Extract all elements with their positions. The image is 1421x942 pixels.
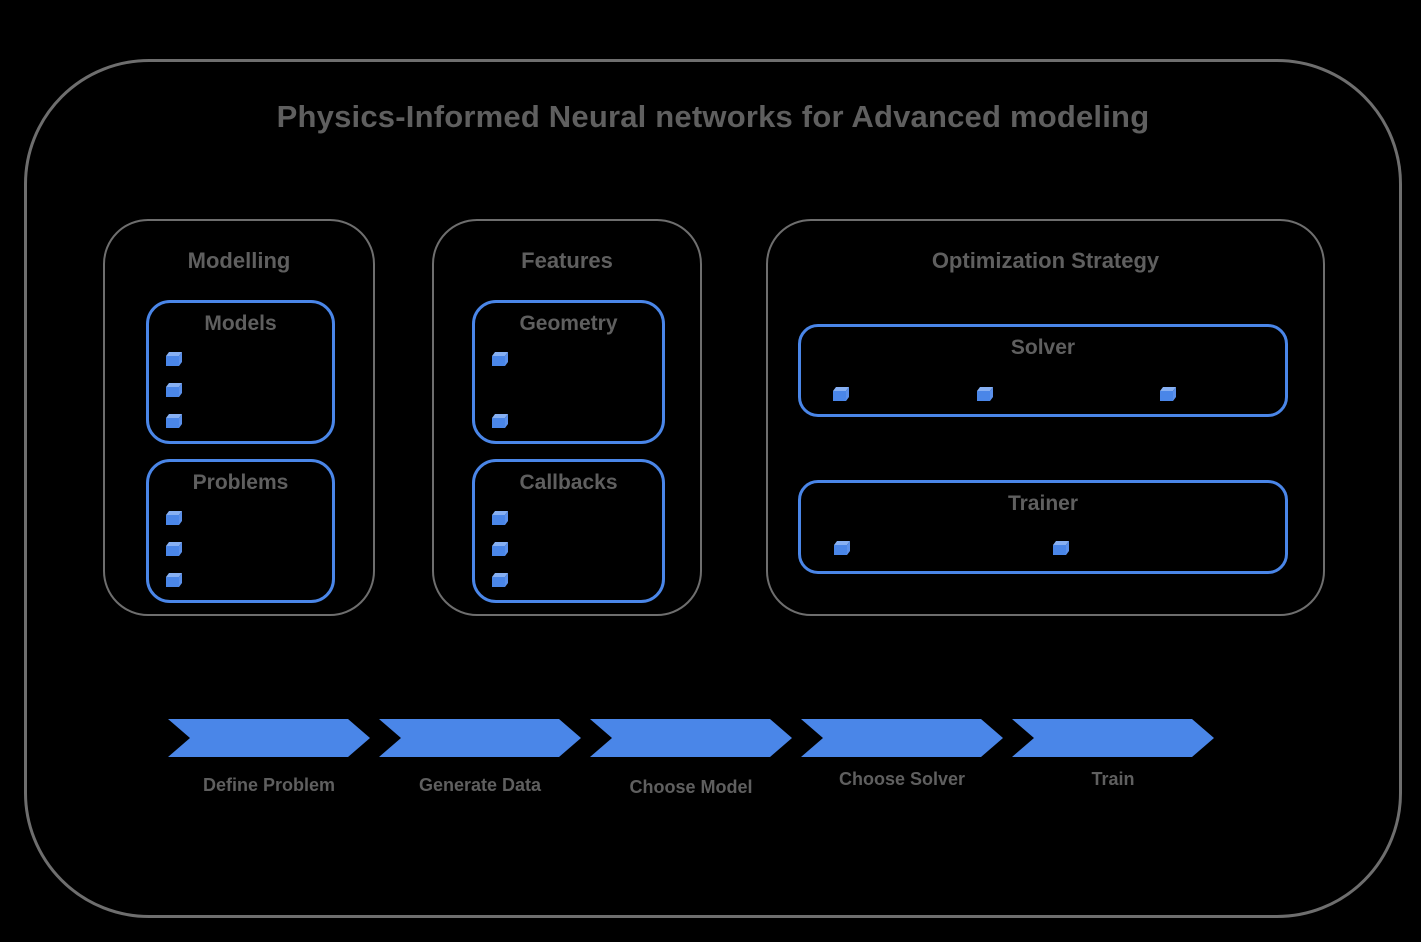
box-callbacks-title: Callbacks	[519, 471, 618, 494]
chevron-segment	[379, 719, 581, 757]
box-trainer-title: Trainer	[1007, 492, 1079, 515]
flow-step-label: Generate Data	[418, 775, 542, 795]
chevron-segment	[1012, 719, 1214, 757]
group-modelling: Modelling Models Problems	[103, 219, 375, 616]
cube-icon	[166, 511, 182, 525]
box-problems: Problems	[146, 459, 335, 603]
box-models-title: Models	[204, 312, 277, 335]
cube-icon	[166, 573, 182, 587]
group-optimization-strategy: Optimization Strategy Solver Trainer	[766, 219, 1325, 616]
cube-icon	[492, 352, 508, 366]
cube-icon	[492, 573, 508, 587]
flow-step-label: Choose Solver	[838, 769, 966, 789]
cube-icon	[834, 541, 850, 555]
flow-arrow	[168, 719, 1214, 757]
group-features-title: Features	[521, 248, 613, 273]
chevron-segment	[801, 719, 1003, 757]
cube-icon	[492, 542, 508, 556]
problems-bullet-list	[166, 511, 182, 587]
trainer-bullet-row	[801, 541, 1285, 557]
cube-icon	[166, 414, 182, 428]
group-features: Features Geometry Callbacks	[432, 219, 702, 616]
flow-step-label: Define Problem	[202, 775, 336, 795]
process-flow: Define Problem Generate Data Choose Mode…	[168, 719, 1220, 804]
cube-icon	[492, 414, 508, 428]
group-modelling-title: Modelling	[187, 248, 291, 273]
cube-icon	[977, 387, 993, 401]
box-geometry-title: Geometry	[519, 312, 618, 335]
cube-icon	[833, 387, 849, 401]
chevron-segment	[168, 719, 370, 757]
cube-icon	[1053, 541, 1069, 555]
box-problems-title: Problems	[192, 471, 289, 494]
cube-icon	[166, 352, 182, 366]
chevron-segment	[590, 719, 792, 757]
flow-step-label: Choose Model	[629, 777, 753, 797]
cube-icon	[1160, 387, 1176, 401]
box-trainer: Trainer	[798, 480, 1288, 574]
outer-container	[24, 59, 1402, 918]
box-solver-title: Solver	[1010, 336, 1076, 359]
models-bullet-list	[166, 352, 182, 428]
flow-step-label: Train	[1091, 769, 1135, 789]
box-solver: Solver	[798, 324, 1288, 417]
geometry-bullet-list	[492, 352, 508, 428]
box-callbacks: Callbacks	[472, 459, 665, 603]
callbacks-bullet-list	[492, 511, 508, 587]
cube-icon	[166, 383, 182, 397]
group-optimization-title: Optimization Strategy	[931, 248, 1160, 273]
page-title: Physics-Informed Neural networks for Adv…	[276, 99, 1150, 134]
solver-bullet-row	[801, 387, 1285, 403]
cube-icon	[492, 511, 508, 525]
cube-icon	[166, 542, 182, 556]
box-geometry: Geometry	[472, 300, 665, 444]
box-models: Models	[146, 300, 335, 444]
